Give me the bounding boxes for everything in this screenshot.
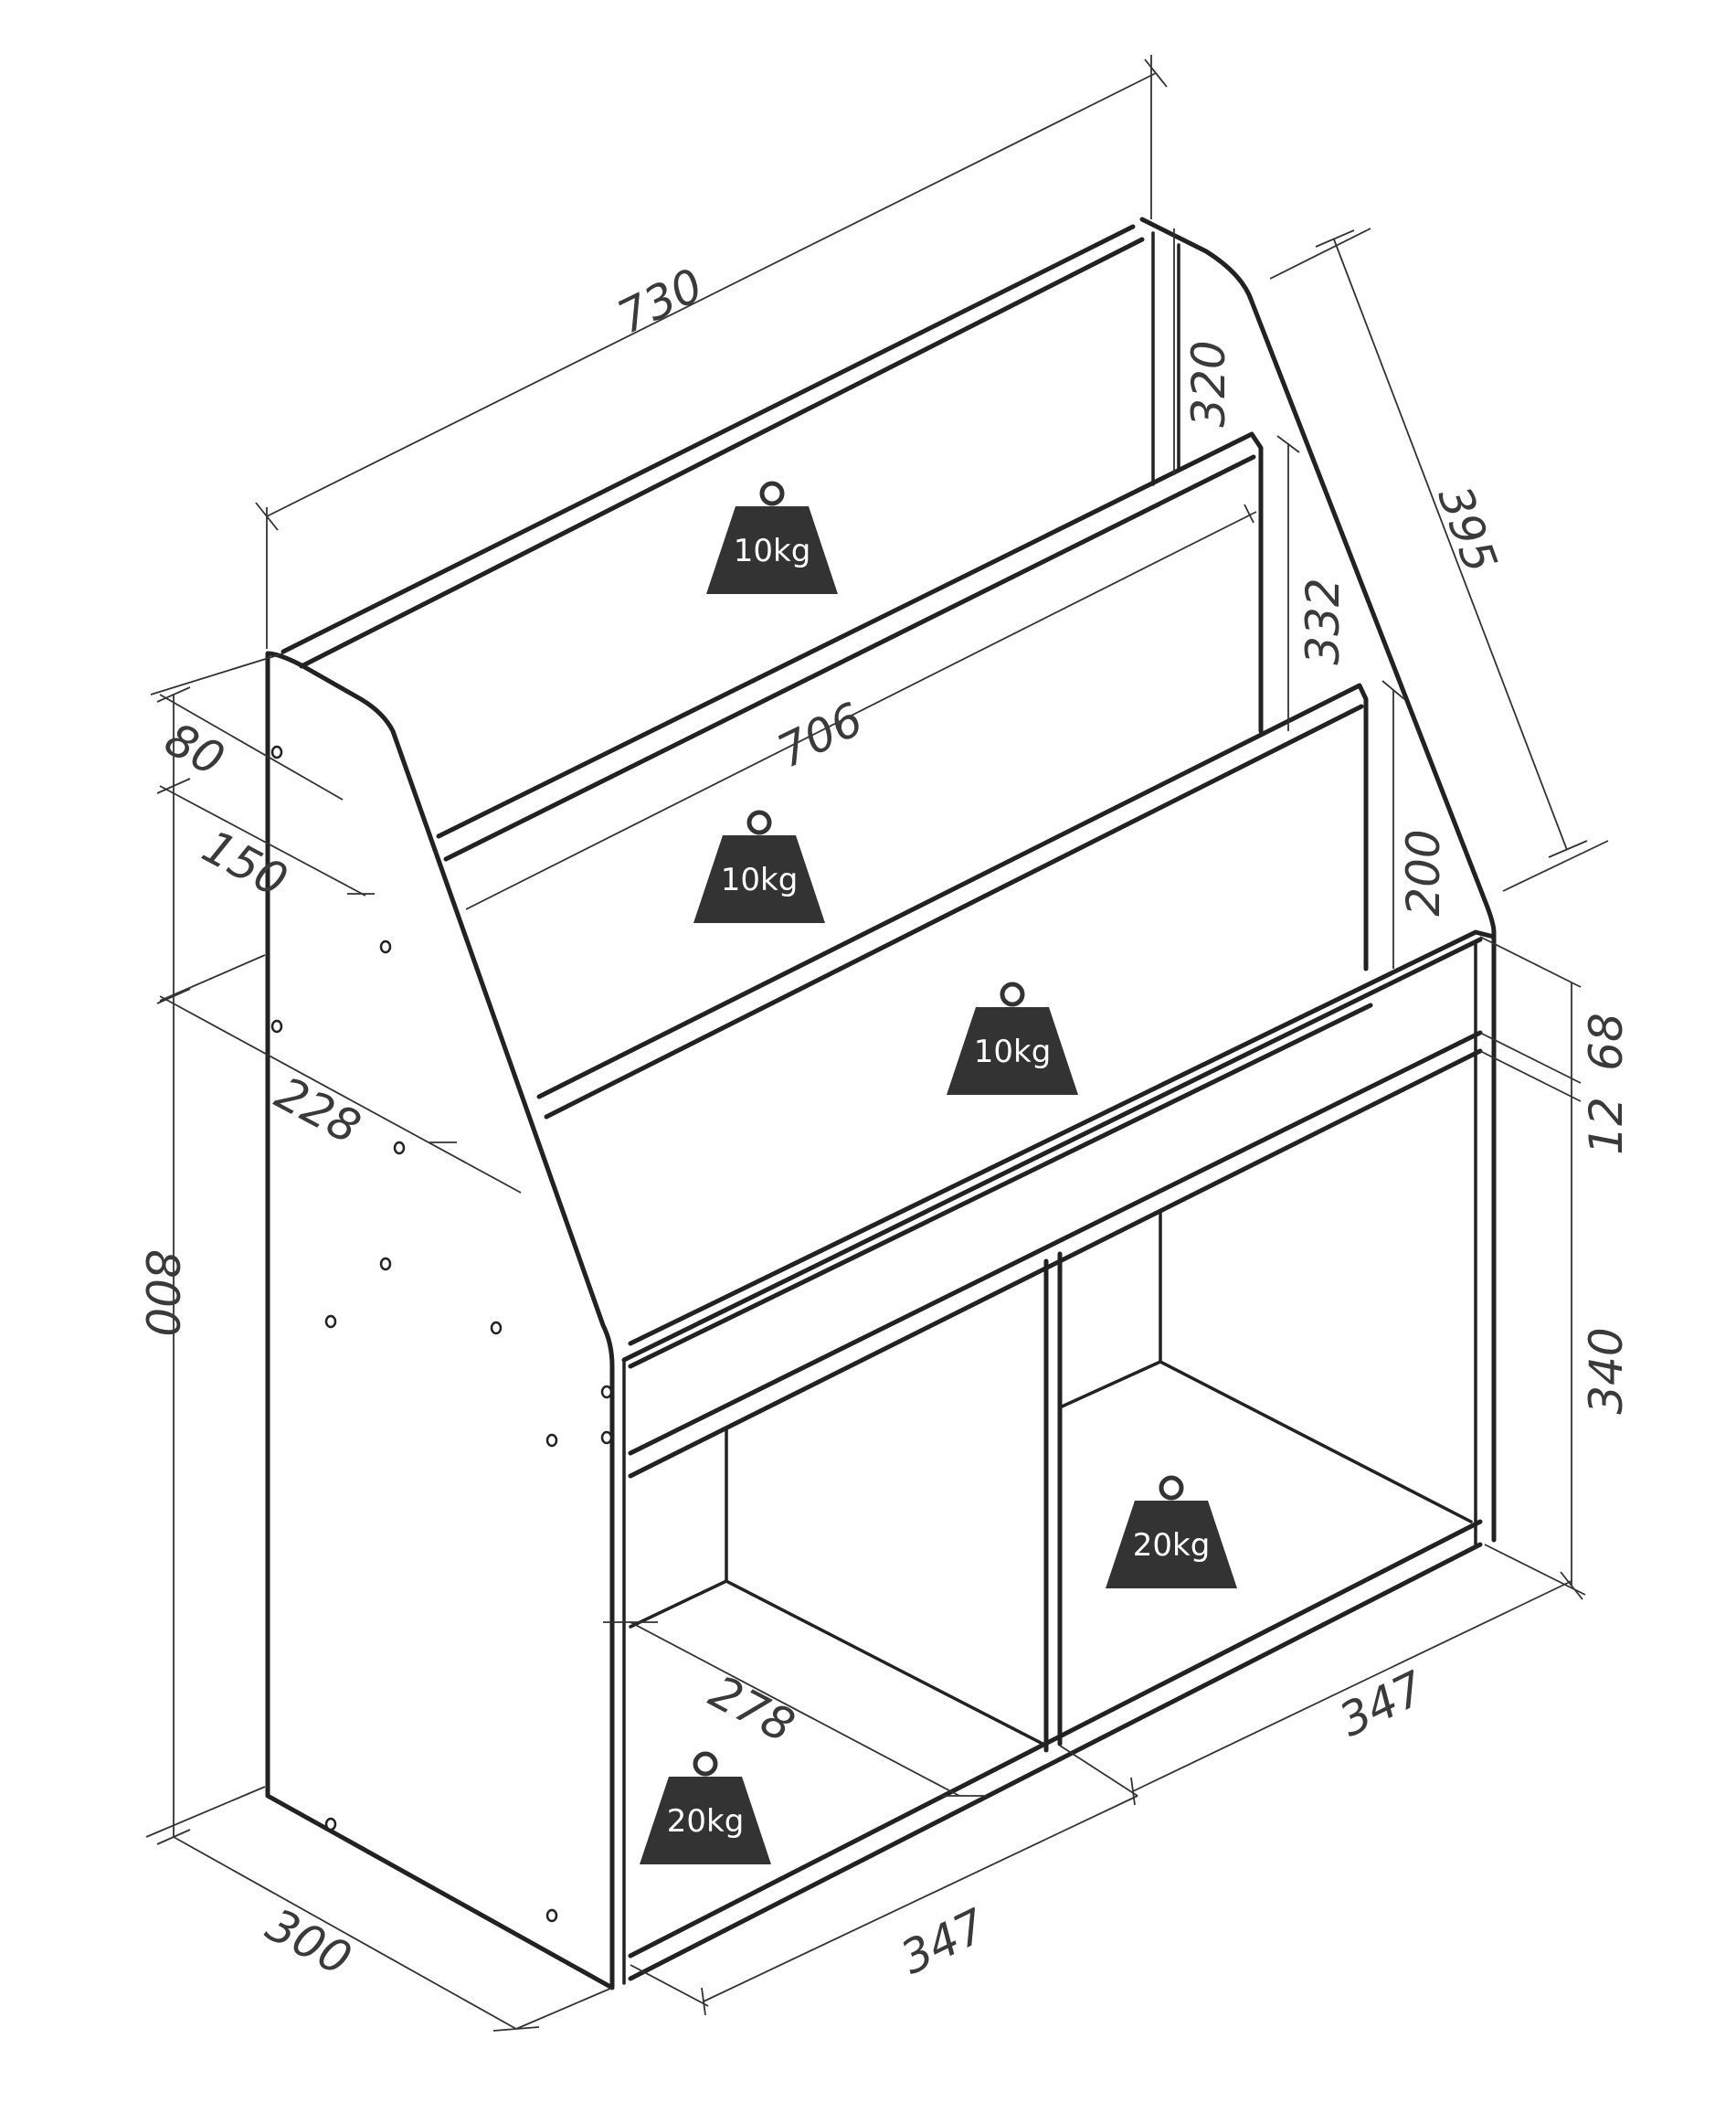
hole	[379, 1257, 392, 1271]
dim-tick	[701, 1987, 706, 2016]
dim-ext	[515, 1987, 613, 2030]
dim-ext	[1479, 1032, 1582, 1084]
dim-label-347-left: 347	[893, 1899, 994, 1985]
dim-label-395: 395	[1427, 479, 1507, 579]
dim-label-800: 800	[135, 1249, 188, 1336]
hole	[379, 940, 392, 954]
front-shelf-board	[536, 683, 1369, 1120]
dim-line-730	[266, 72, 1157, 517]
left-side-panel	[265, 651, 615, 1991]
dim-line-347-left	[703, 1795, 1138, 2002]
dim-line-278	[630, 1621, 960, 1797]
dim-tick	[1276, 435, 1300, 453]
hole	[490, 1321, 503, 1335]
right-side-slope	[1139, 217, 1497, 1543]
dim-tick	[156, 778, 191, 794]
dim-tick	[1130, 1777, 1136, 1806]
dim-ext-150	[159, 785, 366, 897]
dim-ext	[1269, 228, 1371, 280]
dim-line-300	[173, 1836, 517, 2030]
weight-label-front: 10kg	[974, 1034, 1052, 1070]
dim-ext-80b	[159, 694, 344, 801]
hole	[270, 745, 283, 759]
bottom-front-edge	[628, 1519, 1483, 1981]
dim-line-347-right	[1132, 1580, 1572, 1792]
dim-ext	[1502, 840, 1609, 892]
hole	[545, 1433, 558, 1448]
dim-label-200: 200	[1397, 829, 1450, 916]
middle-divider	[1043, 1251, 1063, 1753]
hole	[324, 1314, 337, 1329]
dim-label-12: 12	[1580, 1097, 1633, 1155]
weight-icon: 10kg	[706, 481, 838, 594]
dim-ext	[159, 954, 266, 1002]
dim-label-347-right: 347	[1331, 1661, 1433, 1747]
weight-icon: 20kg	[1106, 1475, 1237, 1588]
dim-label-80: 80	[156, 712, 232, 786]
dim-label-278: 278	[701, 1665, 802, 1753]
dim-ext	[1479, 1050, 1582, 1102]
dim-label-150: 150	[194, 820, 295, 908]
dimension-lines	[145, 55, 1609, 2032]
dim-tick	[1315, 229, 1355, 248]
weight-label-top: 10kg	[734, 533, 811, 569]
middle-shelf-board	[436, 431, 1264, 862]
dim-ext-80	[150, 653, 284, 695]
left-cubby-back	[629, 1428, 1048, 1747]
weight-label-middle: 10kg	[721, 862, 799, 898]
hole	[270, 1019, 283, 1034]
hole	[324, 1817, 337, 1831]
dim-tick	[1144, 58, 1168, 88]
dim-label-228: 228	[267, 1067, 368, 1154]
dim-line-706	[465, 511, 1257, 910]
dimension-labels: 730 320 395 332 706 200 80 150 228 800 6…	[135, 259, 1633, 1986]
dim-ext	[1479, 936, 1582, 988]
dim-line-395	[1333, 239, 1568, 851]
right-cubby-back	[1058, 1209, 1473, 1523]
dim-label-340: 340	[1580, 1327, 1633, 1414]
dim-tick	[1244, 504, 1254, 524]
dim-label-68: 68	[1580, 1013, 1633, 1071]
dim-tick	[1560, 1571, 1583, 1600]
hole	[600, 1430, 613, 1445]
dim-label-730: 730	[609, 259, 711, 345]
weight-icon: 10kg	[693, 810, 825, 923]
hole	[600, 1385, 613, 1399]
bookshelf-outline	[265, 217, 1497, 1991]
dim-ext	[1059, 1745, 1138, 1797]
hole	[545, 1908, 558, 1923]
dim-ext	[630, 1964, 709, 2007]
dim-ext-228	[159, 995, 522, 1194]
front-top-rail	[621, 929, 1497, 1369]
weight-icon: 20kg	[640, 1751, 771, 1864]
dim-ext	[1484, 1544, 1586, 1596]
dim-tick	[156, 686, 191, 703]
lower-front-rail	[628, 1030, 1483, 1479]
dim-label-332: 332	[1297, 578, 1350, 664]
dim-tick	[1548, 840, 1588, 858]
hole	[393, 1141, 406, 1155]
top-back-rail	[281, 224, 1145, 669]
weight-label-cubby-right: 20kg	[1133, 1527, 1211, 1564]
dim-ext	[145, 1786, 266, 1838]
weight-icon: 10kg	[947, 982, 1078, 1095]
weight-label-cubby-left: 20kg	[667, 1803, 745, 1840]
dim-label-300: 300	[258, 1898, 359, 1986]
dim-tick	[156, 988, 191, 1004]
dim-label-706: 706	[769, 693, 871, 779]
screw-holes	[270, 745, 613, 1923]
dim-tick	[1381, 680, 1405, 700]
dim-label-320: 320	[1182, 340, 1235, 427]
